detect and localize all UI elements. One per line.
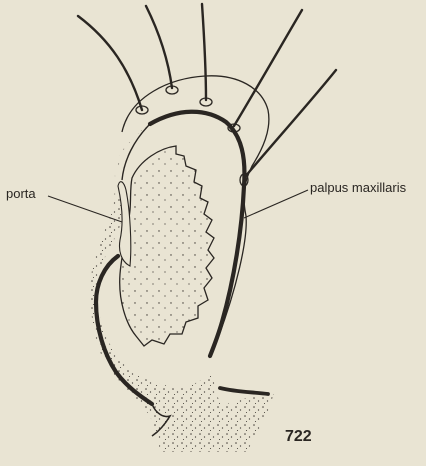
seta-1: [78, 16, 142, 110]
seta-2: [146, 6, 172, 88]
setae: [78, 4, 336, 186]
seta-3: [202, 4, 206, 100]
palpus-leader: [244, 190, 308, 218]
porta-leader: [48, 196, 122, 222]
inner-lobe: [120, 146, 214, 346]
label-porta: porta: [6, 186, 36, 201]
figure-number: 722: [285, 428, 312, 446]
thick-wall-lower: [220, 388, 268, 394]
label-palpus-maxillaris: palpus maxillaris: [310, 180, 406, 195]
